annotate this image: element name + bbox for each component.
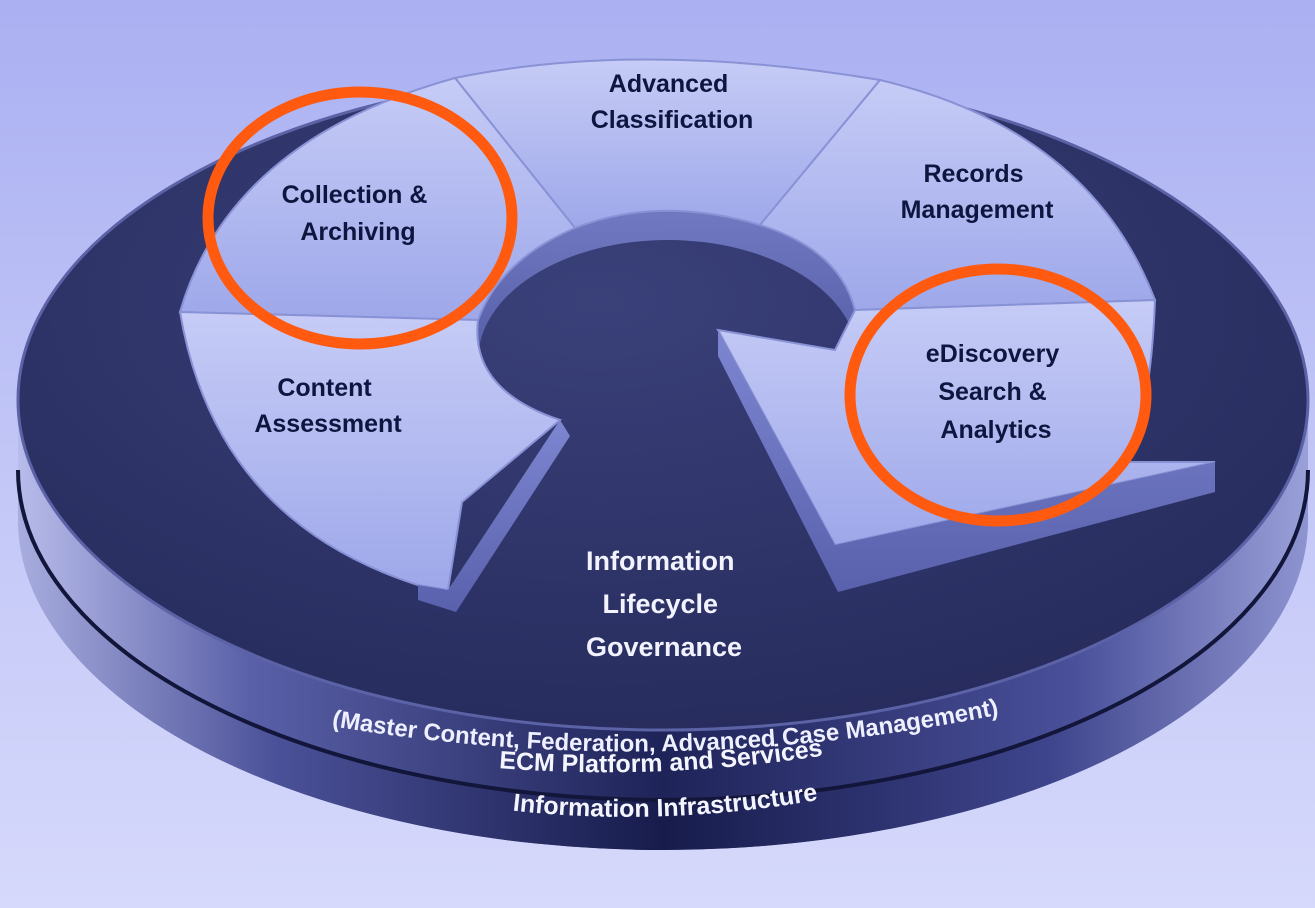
governance-line3: Governance bbox=[586, 632, 742, 662]
label-records-management: Records Management bbox=[901, 160, 1054, 224]
label-collection-line1: Collection & bbox=[282, 181, 428, 209]
segment-content-assessment[interactable] bbox=[178, 310, 563, 592]
label-content-assessment: Content Assessment bbox=[254, 374, 402, 438]
ediscovery-arrow-side bbox=[718, 330, 1215, 592]
segment-advanced-classification[interactable] bbox=[453, 58, 882, 230]
label-collection-line2: Archiving bbox=[300, 218, 415, 246]
governance-line1: Information bbox=[586, 546, 735, 576]
label-content-line1: Content bbox=[277, 374, 372, 402]
label-ediscovery-line3: Analytics bbox=[940, 416, 1051, 444]
segment-labels: Advanced Classification Records Manageme… bbox=[254, 70, 1066, 444]
label-records-line2: Management bbox=[901, 196, 1054, 224]
label-advanced-classification: Advanced Classification bbox=[591, 70, 754, 134]
label-advanced-line2: Classification bbox=[591, 106, 754, 134]
label-ediscovery-line2: Search & bbox=[938, 378, 1046, 406]
label-advanced-line1: Advanced bbox=[609, 70, 728, 98]
segment-records-management[interactable] bbox=[758, 78, 1157, 312]
content-assessment-arrow-side bbox=[418, 420, 570, 612]
highlights bbox=[202, 86, 1152, 527]
label-ediscovery: eDiscovery Search & Analytics bbox=[926, 340, 1066, 444]
label-ediscovery-line1: eDiscovery bbox=[926, 340, 1060, 368]
highlight-ring-collection bbox=[202, 86, 518, 350]
governance-label: Information Lifecycle Governance bbox=[586, 546, 742, 662]
label-records-line1: Records bbox=[924, 160, 1024, 188]
label-collection-archiving: Collection & Archiving bbox=[282, 181, 435, 246]
label-content-line2: Assessment bbox=[254, 410, 402, 438]
platform-band-edge bbox=[16, 469, 1310, 802]
highlight-ring-ediscovery bbox=[844, 263, 1152, 527]
lifecycle-ring bbox=[178, 58, 1216, 612]
governance-line2: Lifecycle bbox=[602, 589, 718, 619]
